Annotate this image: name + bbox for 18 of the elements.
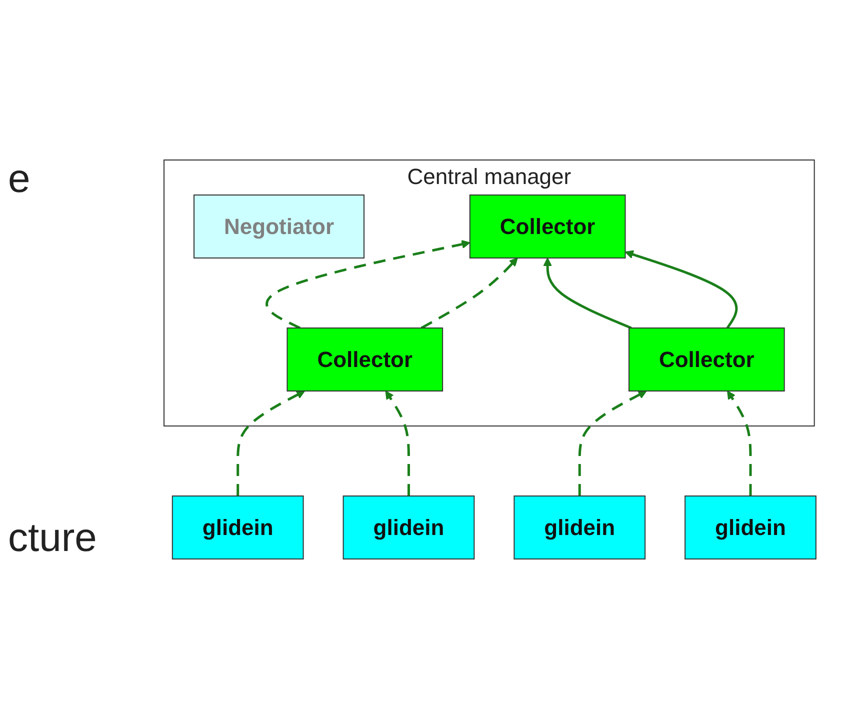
node-box: glidein (171, 494, 304, 559)
node-box: Collector (468, 194, 626, 258)
node-box: glidein (513, 494, 646, 559)
node-box: glidein (684, 494, 816, 559)
arrow (542, 257, 632, 329)
node-box: glidein (342, 494, 474, 559)
node-box: Collector (628, 327, 784, 391)
note-text: cture (8, 516, 98, 561)
arrow (578, 390, 646, 496)
arrow (236, 390, 305, 496)
node-box: Collector (286, 327, 443, 391)
note-text: e (8, 157, 32, 202)
node-box: Negotiator (193, 194, 364, 258)
arrow (624, 250, 738, 328)
arrow (384, 390, 410, 496)
arrow (726, 390, 752, 496)
arrow (265, 239, 470, 329)
arrow (420, 257, 518, 329)
